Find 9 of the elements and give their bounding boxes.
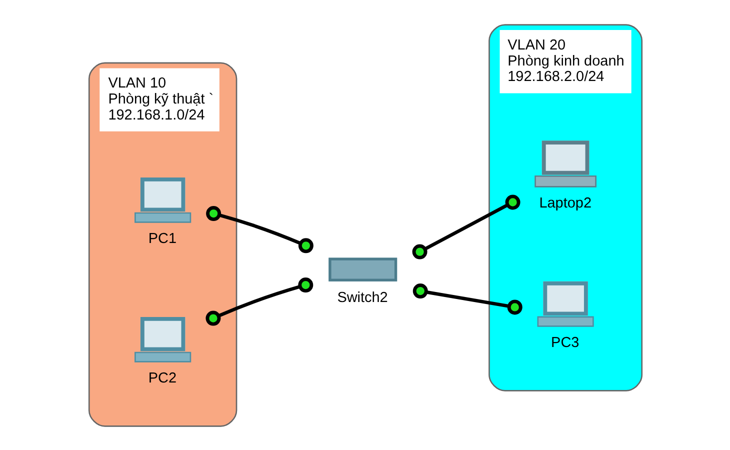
node-label: Switch2 — [336, 290, 388, 306]
connector — [206, 206, 313, 253]
node-label: PC1 — [148, 230, 176, 247]
connector — [412, 283, 522, 314]
connector — [205, 277, 313, 326]
connector — [412, 194, 520, 259]
node-label: PC3 — [550, 334, 579, 350]
node-label: Laptop2 — [538, 194, 592, 211]
node-label: PC2 — [148, 370, 176, 386]
